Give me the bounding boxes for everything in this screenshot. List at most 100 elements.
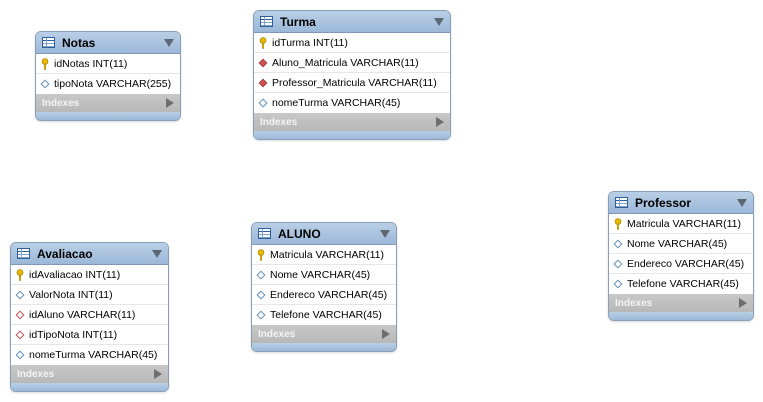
table-name: Avaliacao [37,246,93,261]
column-definition: ValorNota INT(11) [29,288,113,301]
column-row[interactable]: Telefone VARCHAR(45) [609,274,753,294]
indexes-section[interactable]: Indexes [609,294,753,312]
table-icon [258,228,271,239]
column-row[interactable]: idAvaliacao INT(11) [11,265,168,285]
indexes-label: Indexes [42,97,80,109]
column-definition: Matricula VARCHAR(11) [627,217,741,230]
table-professor[interactable]: Professor Matricula VARCHAR(11) Nome VARC… [608,191,754,321]
table-footer [252,343,396,351]
column-definition: Telefone VARCHAR(45) [270,309,382,321]
expand-arrow-icon[interactable] [382,329,390,339]
column-definition: nomeTurma VARCHAR(45) [29,349,158,361]
table-name: Turma [280,14,316,29]
foreign-key-icon [257,78,269,88]
column-row[interactable]: nomeTurma VARCHAR(45) [11,345,168,365]
column-definition: tipoNota VARCHAR(255) [54,78,172,90]
table-notas[interactable]: Notas idNotas INT(11) tipoNota VARCHAR(25… [35,31,181,121]
column-row[interactable]: idNotas INT(11) [36,54,180,74]
column-definition: idAvaliacao INT(11) [29,268,121,281]
column-definition: Nome VARCHAR(45) [627,237,728,250]
table-header[interactable]: Professor [609,192,753,214]
key-icon [39,57,51,70]
column-row[interactable]: Professor_Matricula VARCHAR(11) [254,73,450,93]
column-row[interactable]: Endereco VARCHAR(45) [252,285,396,305]
column-definition: nomeTurma VARCHAR(45) [272,97,401,109]
column-diamond-icon [14,289,26,300]
column-definition: idTipoNota INT(11) [29,328,118,341]
expand-arrow-icon[interactable] [166,98,174,108]
column-definition: idAluno VARCHAR(11) [29,308,136,321]
table-turma[interactable]: Turma idTurma INT(11) Aluno_Matricula VAR… [253,10,451,140]
column-definition: Endereco VARCHAR(45) [627,257,745,270]
column-diamond-icon [255,289,267,300]
table-icon [615,197,628,208]
expand-arrow-icon[interactable] [436,117,444,127]
table-aluno[interactable]: ALUNO Matricula VARCHAR(11) Nome VARCHAR(… [251,222,397,352]
column-definition: Telefone VARCHAR(45) [627,278,739,290]
indexes-label: Indexes [615,297,653,309]
nullable-column-icon [14,309,26,320]
table-icon [260,16,273,27]
indexes-section[interactable]: Indexes [11,365,168,383]
foreign-key-icon [257,58,269,68]
column-row[interactable]: Nome VARCHAR(45) [609,234,753,254]
expand-arrow-icon[interactable] [739,298,747,308]
column-row[interactable]: idAluno VARCHAR(11) [11,305,168,325]
column-row[interactable]: Matricula VARCHAR(11) [609,214,753,234]
nullable-column-icon [14,329,26,340]
column-diamond-icon [255,269,267,280]
table-header[interactable]: Notas [36,32,180,54]
column-row[interactable]: nomeTurma VARCHAR(45) [254,93,450,113]
column-diamond-icon [612,279,624,289]
column-definition: Nome VARCHAR(45) [270,268,371,281]
indexes-label: Indexes [17,368,55,380]
key-icon [612,217,624,230]
collapse-arrow-icon[interactable] [380,229,390,238]
table-header[interactable]: ALUNO [252,223,396,245]
column-row[interactable]: Matricula VARCHAR(11) [252,245,396,265]
table-header[interactable]: Turma [254,11,450,33]
column-row[interactable]: Telefone VARCHAR(45) [252,305,396,325]
column-row[interactable]: ValorNota INT(11) [11,285,168,305]
table-footer [11,383,168,391]
column-diamond-icon [255,310,267,320]
column-diamond-icon [257,98,269,108]
table-footer [609,312,753,320]
collapse-arrow-icon[interactable] [737,198,747,207]
column-row[interactable]: tipoNota VARCHAR(255) [36,74,180,94]
column-diamond-icon [612,238,624,249]
column-definition: idNotas INT(11) [54,57,128,70]
column-row[interactable]: Nome VARCHAR(45) [252,265,396,285]
indexes-section[interactable]: Indexes [252,325,396,343]
column-row[interactable]: idTipoNota INT(11) [11,325,168,345]
table-name: Professor [635,195,692,210]
collapse-arrow-icon[interactable] [434,17,444,26]
collapse-arrow-icon[interactable] [152,249,162,258]
column-diamond-icon [14,350,26,360]
table-icon [42,37,55,48]
collapse-arrow-icon[interactable] [164,38,174,47]
table-footer [254,131,450,139]
table-avaliacao[interactable]: Avaliacao idAvaliacao INT(11) ValorNota I… [10,242,169,392]
column-definition: idTurma INT(11) [272,36,348,49]
indexes-section[interactable]: Indexes [36,94,180,112]
indexes-section[interactable]: Indexes [254,113,450,131]
indexes-label: Indexes [258,328,296,340]
table-name: Notas [62,35,96,50]
column-row[interactable]: Aluno_Matricula VARCHAR(11) [254,53,450,73]
column-definition: Professor_Matricula VARCHAR(11) [272,76,437,89]
table-name: ALUNO [278,226,321,241]
column-definition: Endereco VARCHAR(45) [270,288,388,301]
indexes-label: Indexes [260,116,298,128]
table-header[interactable]: Avaliacao [11,243,168,265]
column-definition: Matricula VARCHAR(11) [270,248,384,261]
column-diamond-icon [39,79,51,89]
key-icon [257,36,269,49]
column-diamond-icon [612,258,624,269]
column-definition: Aluno_Matricula VARCHAR(11) [272,56,419,69]
column-row[interactable]: Endereco VARCHAR(45) [609,254,753,274]
column-row[interactable]: idTurma INT(11) [254,33,450,53]
table-icon [17,248,30,259]
expand-arrow-icon[interactable] [154,369,162,379]
